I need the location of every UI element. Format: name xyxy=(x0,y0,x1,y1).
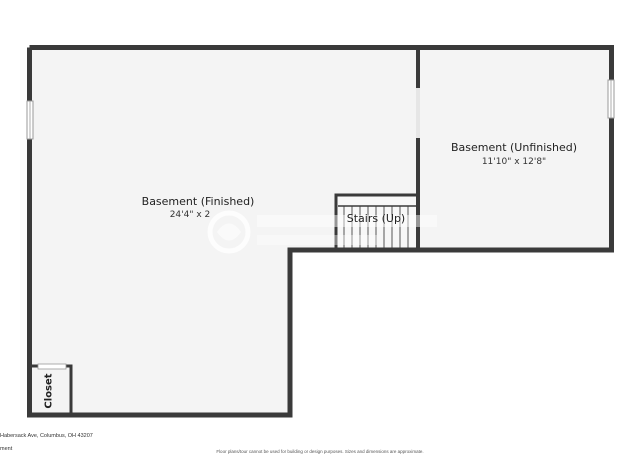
stair-treads xyxy=(343,206,409,248)
footer-address: Habersack Ave, Columbus, OH 43207 xyxy=(0,433,93,439)
closet-door xyxy=(37,363,67,370)
room-title-unfinished: Basement (Unfinished) xyxy=(450,141,578,154)
room-unfinished-floor xyxy=(420,49,609,248)
room-title-finished: Basement (Finished) xyxy=(141,195,255,208)
footer-disclaimer: Floor plans/tour cannot be used for buil… xyxy=(216,449,424,454)
room-dimensions-unfinished: 11'10" x 12'8" xyxy=(481,157,547,167)
room-dimensions-finished: 24'4" x 2 xyxy=(169,210,211,220)
stairs-label: Stairs (Up) xyxy=(346,212,406,225)
footer-floor-label: ment xyxy=(0,446,13,452)
closet-label: Closet xyxy=(43,373,55,409)
stairs-wall xyxy=(334,193,418,250)
watermark-logo xyxy=(207,210,437,254)
partition-opening xyxy=(416,88,420,138)
walls xyxy=(27,45,614,418)
